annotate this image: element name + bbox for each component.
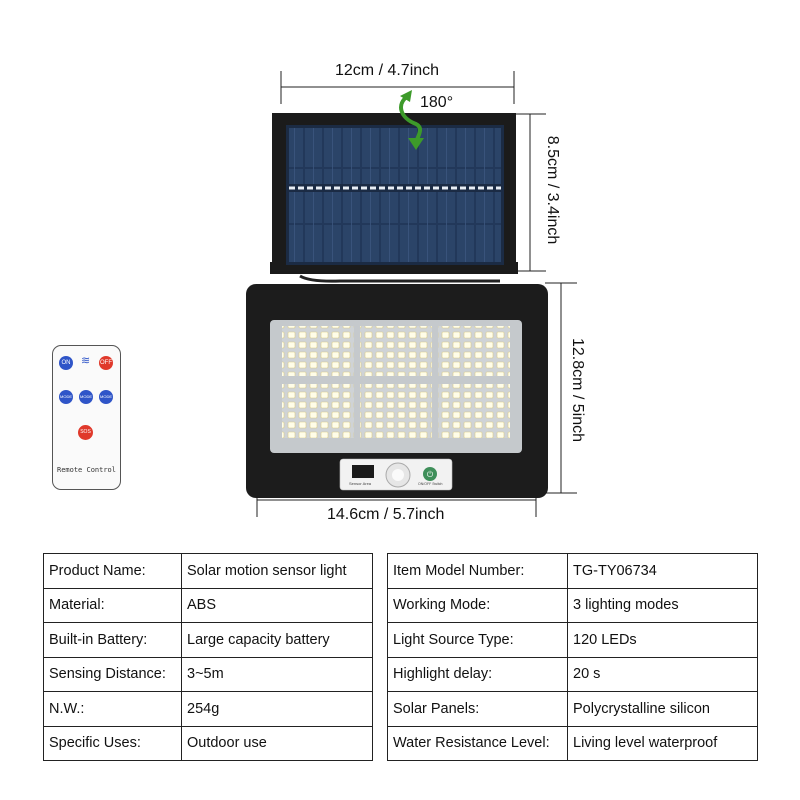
led-grid: [282, 326, 510, 438]
table-row: Working Mode:3 lighting modes: [387, 587, 758, 623]
table-row: N.W.:254g: [43, 691, 373, 727]
rotation-arrow-icon: [399, 90, 424, 150]
panel-width-label: 12cm / 4.7inch: [335, 62, 440, 79]
table-row: Product Name:Solar motion sensor light: [43, 553, 373, 589]
lamp-height-dimension: [545, 282, 577, 494]
remote-on-button: ON: [59, 356, 73, 370]
table-row: Water Resistance Level:Living level wate…: [387, 725, 758, 761]
table-row: Item Model Number:TG-TY06734: [387, 553, 758, 589]
remote-mode-button-2: MODE: [79, 390, 93, 404]
remote-off-button: OFF: [99, 356, 113, 370]
remote-sos-button: SOS: [78, 425, 93, 440]
table-row: Material:ABS: [43, 587, 373, 623]
power-switch-icon: [423, 467, 437, 481]
sensor-area-caption: Sensor Area: [349, 481, 372, 486]
table-row: Highlight delay:20 s: [387, 656, 758, 692]
wifi-icon: ≋: [81, 355, 91, 367]
table-row: Light Source Type:120 LEDs: [387, 622, 758, 658]
panel-height-dimension: [514, 113, 546, 272]
table-row: Sensing Distance:3~5m: [43, 656, 373, 692]
table-row: Solar Panels:Polycrystalline silicon: [387, 691, 758, 727]
panel-width-dimension: [280, 71, 515, 104]
remote-control: ON ≋ OFF MODE MODE MODE SOS Remote Contr…: [52, 345, 121, 490]
remote-caption: Remote Control: [56, 466, 116, 474]
spec-table-right: Item Model Number:TG-TY06734 Working Mod…: [387, 553, 758, 761]
solar-panel: [270, 113, 518, 274]
lamp-height-label: 12.8cm / 5inch: [569, 337, 586, 443]
switch-caption: ON/OFF Switch: [418, 482, 443, 486]
remote-mode-button-3: MODE: [99, 390, 113, 404]
lamp-body: ⏻: [246, 284, 548, 498]
light-sensor-icon: [352, 465, 374, 478]
spec-table-left: Product Name:Solar motion sensor light M…: [43, 553, 373, 761]
remote-mode-button-1: MODE: [59, 390, 73, 404]
lamp-width-label: 14.6cm / 5.7inch: [327, 506, 445, 523]
svg-text:⏻: ⏻: [427, 470, 434, 479]
table-row: Built-in Battery:Large capacity battery: [43, 622, 373, 658]
panel-height-label: 8.5cm / 3.4inch: [544, 135, 561, 245]
rotation-label: 180°: [420, 94, 454, 111]
table-row: Specific Uses:Outdoor use: [43, 725, 373, 761]
product-illustration: ⏻: [246, 71, 577, 517]
